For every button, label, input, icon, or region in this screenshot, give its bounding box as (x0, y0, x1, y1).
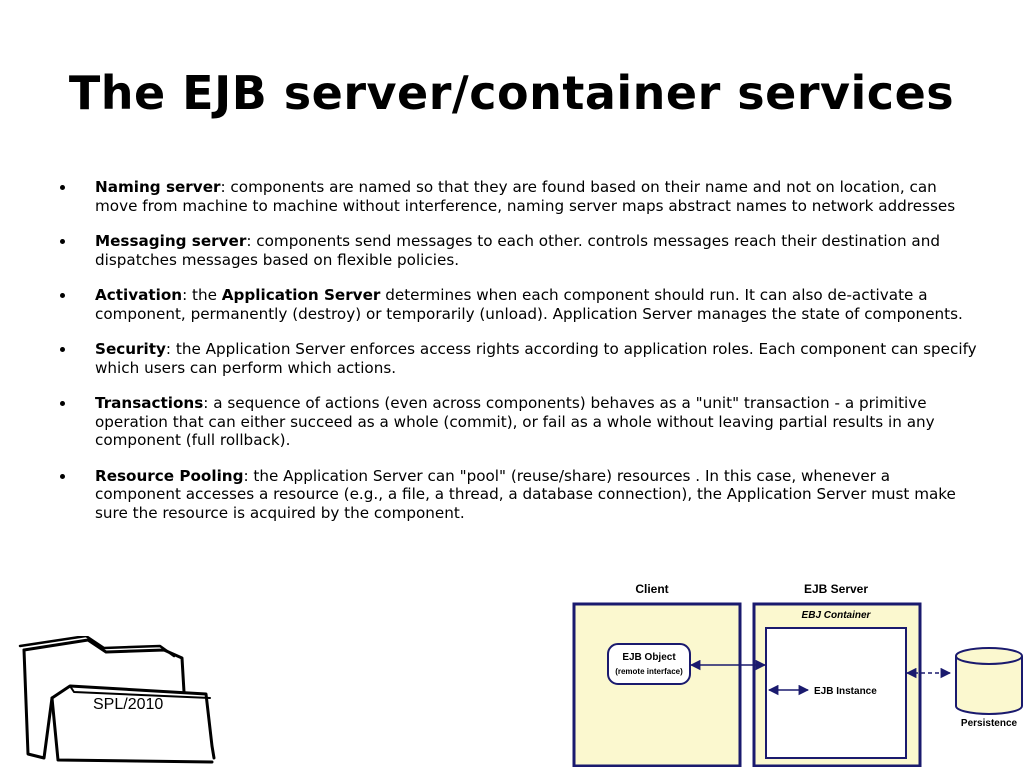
ejb-object-box (607, 643, 691, 685)
term-resource-pooling: Resource Pooling (95, 466, 244, 485)
term-transactions: Transactions (95, 394, 204, 412)
term-activation: Activation (95, 286, 183, 304)
list-item-security: Security: the Application Server enforce… (58, 340, 978, 377)
list-item-messaging-server: Messaging server: components send messag… (58, 232, 978, 269)
term-security: Security (95, 340, 166, 358)
bullet-dot-icon (60, 401, 65, 406)
footer-label: SPL/2010 (93, 696, 164, 713)
description-naming-server: : components are named so that they are … (95, 178, 956, 215)
ejb-object-label: EJB Object (622, 652, 676, 663)
term-naming-server: Naming server (95, 178, 221, 196)
description-messaging-server: : components send messages to each other… (95, 232, 940, 269)
ejb-instance-label: EJB Instance (814, 686, 877, 697)
list-item-resource-pooling: Resource Pooling: the Application Server… (58, 467, 978, 523)
description-activation-part1: : the (182, 286, 222, 304)
bullet-dot-icon (60, 239, 65, 244)
term-application-server: Application Server (221, 286, 381, 304)
ejb-container-label: EBJ Container (802, 610, 872, 621)
description-resource-pooling: : the Application Server can "pool" (reu… (95, 466, 956, 522)
ejb-architecture-diagram: Client EJB Server EBJ Container EJB Obje… (572, 582, 1023, 767)
persistence-database-icon (955, 647, 1023, 715)
term-messaging-server: Messaging server (95, 232, 247, 250)
persistence-label: Persistence (961, 718, 1018, 729)
bullet-dot-icon (60, 473, 65, 479)
ejb-object-sublabel: (remote interface) (615, 667, 683, 676)
list-item-activation: Activation: the Application Server deter… (58, 286, 978, 323)
client-label: Client (635, 582, 668, 596)
bullet-dot-icon (60, 293, 65, 298)
slide-title: The EJB server/container services (68, 66, 955, 120)
description-security: : the Application Server enforces access… (95, 340, 977, 377)
folder-icon (18, 636, 216, 764)
list-item-transactions: Transactions: a sequence of actions (eve… (58, 394, 978, 450)
bullet-dot-icon (60, 347, 65, 352)
description-activation-part2: determines when each component should ru… (95, 286, 963, 323)
description-transactions: : a sequence of actions (even across com… (95, 394, 935, 449)
services-list: Naming server: components are named so t… (58, 178, 978, 539)
ejb-server-label: EJB Server (804, 582, 868, 596)
list-item-naming-server: Naming server: components are named so t… (58, 178, 978, 215)
bullet-dot-icon (60, 185, 65, 190)
